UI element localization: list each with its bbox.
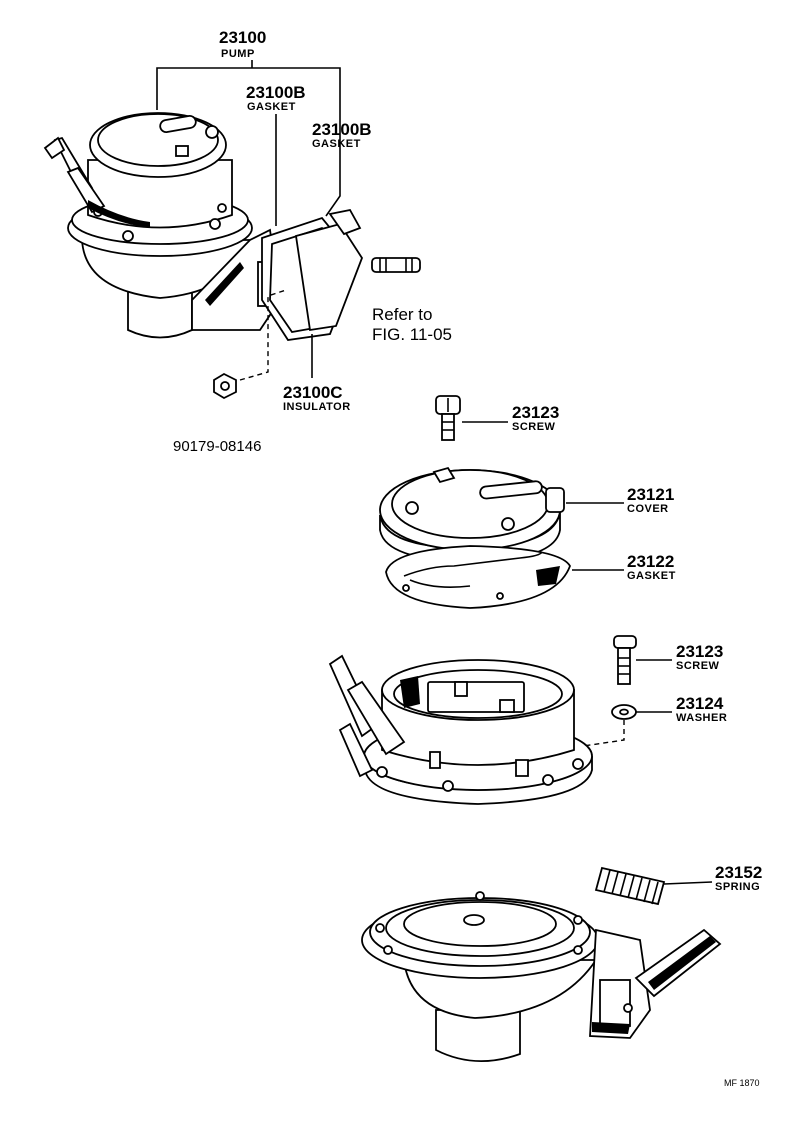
refer-line-1: Refer to (372, 305, 432, 324)
washer-icon (611, 704, 637, 720)
nut-number: 90179-08146 (173, 438, 261, 455)
gasket-a-name: GASKET (247, 101, 296, 113)
figure-code: MF 1870 (724, 1078, 760, 1088)
upper-body-icon (328, 654, 593, 805)
washer-name: WASHER (676, 712, 727, 724)
washer-number: 23124 (676, 694, 724, 713)
insulator-icon (294, 208, 364, 332)
screw-top-name: SCREW (512, 421, 556, 433)
pump-assembly-icon (43, 112, 293, 339)
screw-icon (435, 395, 461, 441)
cover-name: COVER (627, 503, 669, 515)
screw-top-number: 23123 (512, 403, 559, 422)
gasket-b-name: GASKET (312, 138, 361, 150)
stud-icon (371, 257, 421, 273)
insulator-number: 23100C (283, 383, 343, 402)
gasket-c-number: 23122 (627, 552, 674, 571)
refer-line-2: FIG. 11-05 (372, 325, 452, 344)
lower-body-icon (361, 891, 722, 1062)
flat-gasket-icon (385, 545, 571, 609)
pump-name: PUMP (221, 48, 255, 60)
pump-number: 23100 (219, 28, 266, 47)
screw-mid-name: SCREW (676, 660, 720, 672)
screw-mid-number: 23123 (676, 642, 723, 661)
spring-icon (594, 866, 666, 906)
screw-icon (613, 635, 637, 685)
gasket-b-number: 23100B (312, 120, 372, 139)
insulator-name: INSULATOR (283, 401, 351, 413)
cover-number: 23121 (627, 485, 674, 504)
spring-number: 23152 (715, 863, 762, 882)
spring-name: SPRING (715, 881, 760, 893)
gasket-a-number: 23100B (246, 83, 306, 102)
gasket-c-name: GASKET (627, 570, 676, 582)
nut-icon (213, 372, 237, 400)
